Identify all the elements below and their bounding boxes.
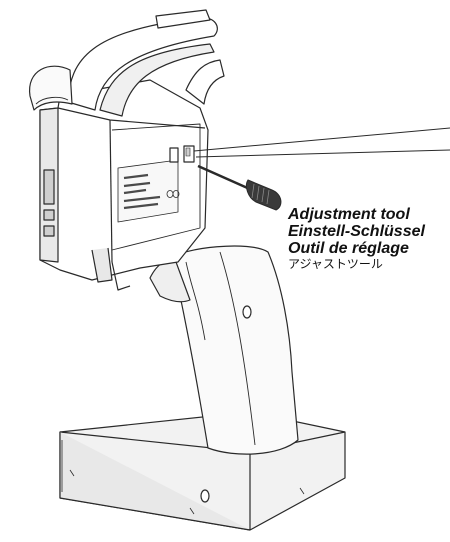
adjustment-tool-label: Adjustment tool Einstell-Schlüssel Outil… (288, 206, 448, 272)
trim-adjuster (169, 145, 195, 163)
label-plate (117, 159, 180, 223)
transmitter-grip (171, 245, 299, 455)
label-english: Adjustment tool (288, 206, 410, 223)
label-german: Einstell-Schlüssel (288, 223, 425, 240)
label-french: Outil de réglage (288, 240, 409, 257)
carry-handle (67, 9, 225, 117)
adjustment-tool-icon (197, 164, 282, 211)
trigger (149, 259, 191, 303)
leader-lines (193, 127, 450, 158)
transmitter-base (59, 411, 346, 531)
label-japanese: アジャストツール (288, 257, 383, 271)
steering-housing (29, 65, 73, 111)
